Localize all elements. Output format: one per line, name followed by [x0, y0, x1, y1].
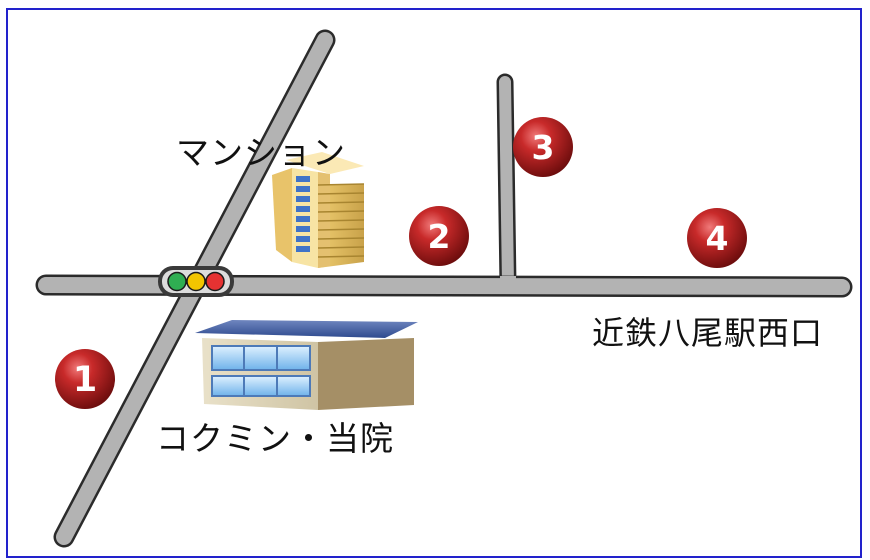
svg-text:3: 3 — [532, 128, 555, 167]
clinic-label: コクミン・当院 — [156, 419, 394, 458]
svg-text:1: 1 — [73, 360, 97, 400]
station-label: 近鉄八尾駅西口 — [592, 314, 824, 352]
marker-4: 4 — [687, 208, 747, 268]
marker-1: 1 — [55, 349, 115, 409]
mansion-label: マンション — [176, 133, 346, 172]
clinic-building-icon — [195, 320, 418, 410]
svg-text:2: 2 — [428, 217, 451, 256]
traffic-signal-icon — [158, 266, 234, 297]
marker-3: 3 — [513, 117, 573, 177]
marker-2: 2 — [409, 206, 469, 266]
mansion-building-icon — [272, 152, 365, 268]
svg-text:4: 4 — [706, 219, 729, 258]
